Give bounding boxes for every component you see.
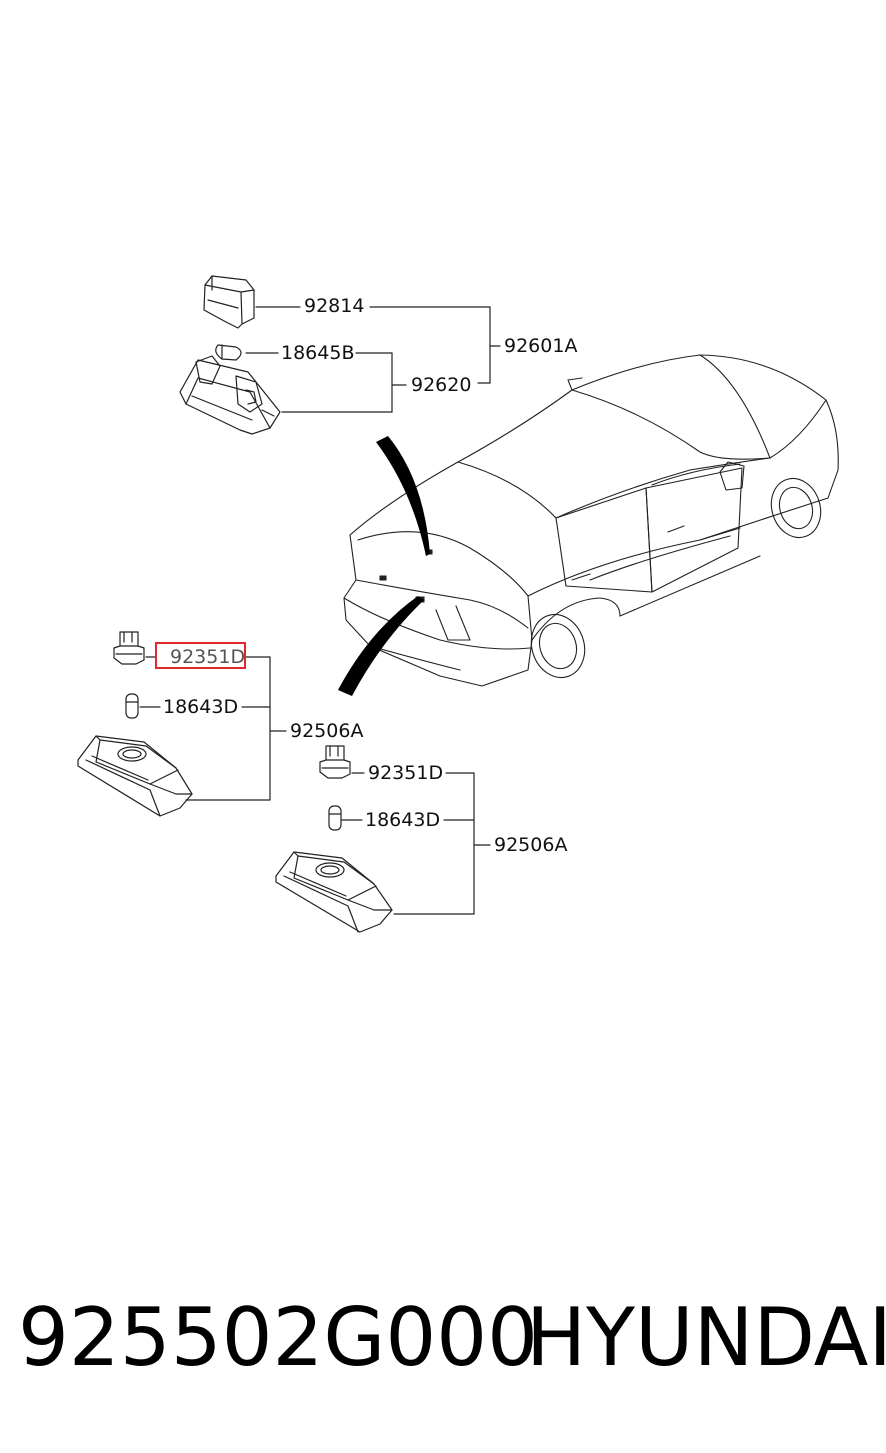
leader-lines-left <box>139 656 287 801</box>
lens-cover-part <box>203 275 255 329</box>
part-label-92506a-right: 92506A <box>494 834 568 856</box>
part-label-18645b: 18645B <box>281 342 355 364</box>
lamp-housing-part <box>179 355 281 435</box>
part-label-92601a: 92601A <box>504 335 578 357</box>
socket-part-left <box>113 631 145 665</box>
part-number-title: 925502G000 <box>18 1291 539 1384</box>
bulb-part-left <box>125 693 139 719</box>
part-label-18643d-right: 18643D <box>365 809 441 831</box>
part-label-92351d-highlighted[interactable]: 92351D <box>170 646 246 668</box>
part-label-18643d-left: 18643D <box>163 696 239 718</box>
bulb-part-18645b <box>215 344 242 361</box>
bulb-part-right <box>328 805 342 831</box>
pointer-arrows <box>338 436 430 696</box>
leader-lines-right <box>341 772 491 915</box>
lamp-assembly-left <box>77 735 193 817</box>
socket-part-right <box>319 745 351 779</box>
brand-name: HYUNDAI <box>526 1291 886 1384</box>
part-label-92620: 92620 <box>411 374 472 396</box>
car-illustration <box>343 354 839 687</box>
leader-lines-top <box>245 306 501 413</box>
part-label-92351d-right: 92351D <box>368 762 444 784</box>
highlight-box <box>155 642 246 669</box>
part-label-92814: 92814 <box>304 295 365 317</box>
lamp-assembly-right <box>275 851 393 933</box>
part-label-92506a-left: 92506A <box>290 720 364 742</box>
